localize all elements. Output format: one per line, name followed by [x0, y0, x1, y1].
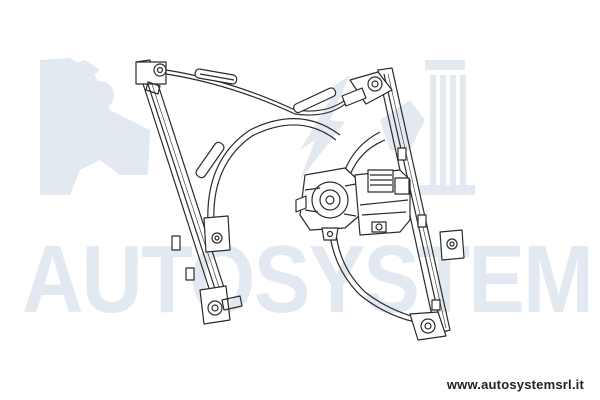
lower-cable: [329, 232, 419, 323]
website-url[interactable]: www.autosystemsrl.it: [446, 377, 584, 392]
lower-right-pulley: [409, 311, 447, 341]
watermark-figures: [40, 58, 475, 195]
motor-unit: [295, 167, 411, 241]
regulator-assembly: [135, 59, 465, 341]
lower-left-pulley: [199, 285, 243, 325]
right-guide-rail: [377, 67, 451, 335]
conduit-right: [344, 131, 386, 176]
left-carrier-bracket: [171, 215, 231, 281]
watermark-logo: AUTOSYSTEM: [22, 58, 594, 333]
right-carrier-bracket: [397, 147, 465, 311]
upper-right-pulley: [341, 71, 393, 107]
conduit-loop-left: [195, 118, 341, 225]
watermark-text: AUTOSYSTEM: [22, 226, 592, 333]
left-guide-rail: [135, 59, 229, 305]
top-cable: [165, 68, 376, 116]
